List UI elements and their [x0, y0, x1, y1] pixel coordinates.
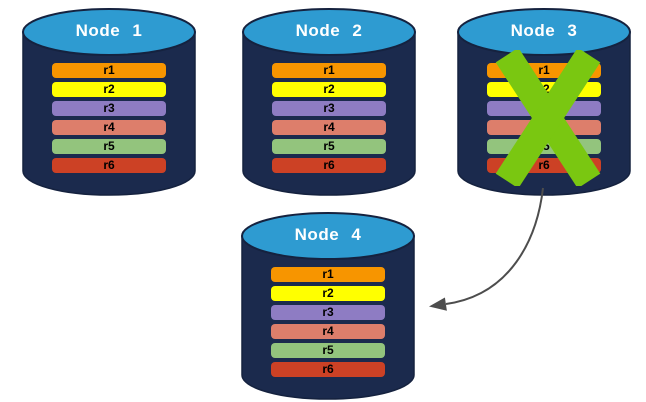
record-bar: r5: [52, 139, 166, 154]
record-label: r6: [323, 158, 335, 172]
record-label: r2: [103, 82, 115, 96]
record-bar: r1: [52, 63, 166, 78]
record-bar: r2: [272, 82, 386, 97]
record-label: r6: [103, 158, 115, 172]
record-bar: r5: [271, 343, 385, 358]
record-label: r6: [322, 362, 334, 376]
record-list: r1 r2 r3 r4 r5 r6: [272, 63, 386, 177]
record-label: r3: [103, 101, 115, 115]
record-label: r1: [103, 63, 115, 77]
record-bar: r4: [52, 120, 166, 135]
record-label: r1: [538, 63, 550, 77]
record-label: r1: [323, 63, 335, 77]
record-label: r4: [323, 120, 335, 134]
record-label: r4: [322, 324, 334, 338]
node-3: Node 3 r1 r2 r3 r4 r5 r6: [457, 8, 631, 196]
node-2: Node 2 r1 r2 r3 r4 r5 r6: [242, 8, 416, 196]
record-label: r4: [103, 120, 115, 134]
node-label: Node 3: [510, 21, 578, 40]
record-label: r3: [323, 101, 335, 115]
failure-x-icon: [495, 50, 601, 186]
record-list: r1 r2 r3 r4 r5 r6: [271, 267, 385, 381]
node-label: Node 2: [295, 21, 363, 40]
record-label: r5: [103, 139, 115, 153]
record-bar: r4: [271, 324, 385, 339]
record-bar: r3: [272, 101, 386, 116]
record-label: r2: [323, 82, 335, 96]
record-label: r3: [322, 305, 334, 319]
node-label: Node 1: [75, 21, 143, 40]
record-label: r5: [322, 343, 334, 357]
record-bar: r6: [52, 158, 166, 173]
node-1: Node 1 r1 r2 r3 r4 r5 r6: [22, 8, 196, 196]
record-label: r1: [322, 267, 334, 281]
record-bar: r6: [272, 158, 386, 173]
record-bar: r2: [52, 82, 166, 97]
record-bar: r6: [271, 362, 385, 377]
node-4: Node 4 r1 r2 r3 r4 r5 r6: [241, 212, 415, 400]
record-label: r2: [322, 286, 334, 300]
record-list: r1 r2 r3 r4 r5 r6: [52, 63, 166, 177]
record-bar: r1: [272, 63, 386, 78]
record-label: r6: [538, 158, 550, 172]
record-bar: r5: [272, 139, 386, 154]
record-bar: r2: [271, 286, 385, 301]
record-bar: r3: [52, 101, 166, 116]
record-bar: r1: [271, 267, 385, 282]
record-bar: r4: [272, 120, 386, 135]
record-label: r5: [323, 139, 335, 153]
record-bar: r3: [271, 305, 385, 320]
node-label: Node 4: [294, 225, 362, 244]
